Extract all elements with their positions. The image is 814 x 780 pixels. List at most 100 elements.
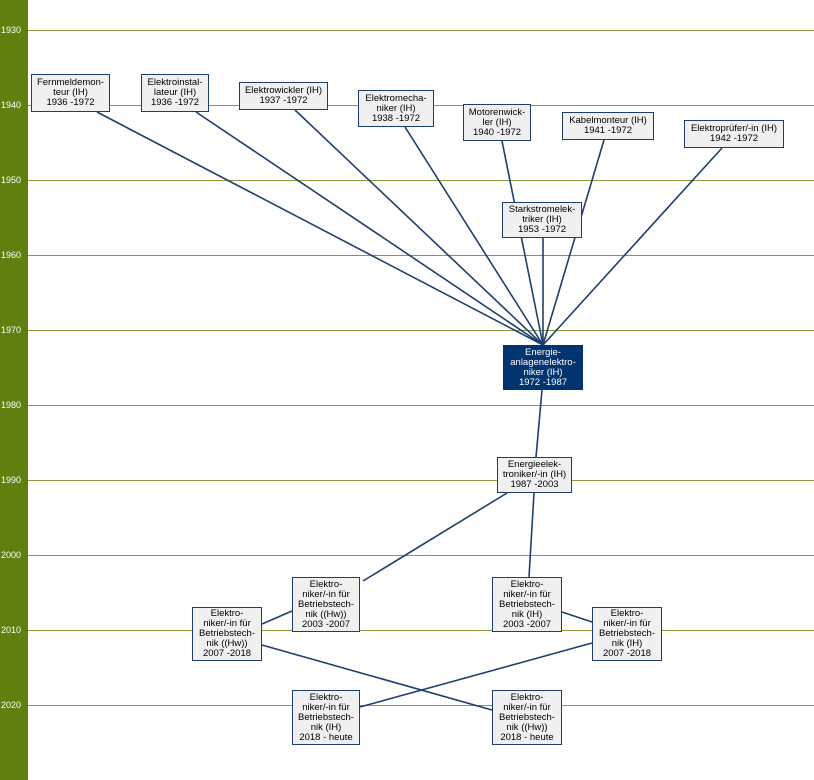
timeline-bar (0, 0, 28, 780)
node-label-line: 2003 -2007 (502, 618, 552, 630)
node-label-line: 2007 -2018 (202, 648, 252, 659)
node-label-line: 1937 -1972 (259, 95, 308, 106)
node-elektroinstallateur[interactable]: Elektroinstal-lateur (IH)1936 -1972 (141, 74, 209, 112)
year-label: 1930 (1, 25, 22, 35)
node-energieelektroniker[interactable]: Energieelek-troniker/-in (IH)1987 -2003 (497, 457, 572, 493)
year-label: 1980 (1, 400, 22, 410)
node-label-line: nik ((Hw)) (506, 721, 548, 733)
node-label-line: troniker/-in (IH) (502, 469, 567, 480)
node-label-line: niker/-in für (603, 618, 651, 629)
node-label-line: teur (IH) (53, 87, 88, 98)
node-label-line: 1938 -1972 (371, 112, 421, 124)
year-gridline (28, 630, 814, 631)
node-label-line: Elektro- (510, 691, 544, 703)
node-label-line: 1941 -1972 (583, 125, 633, 136)
node-label-line: Elektromecha- (365, 92, 427, 104)
node-label-line: Betriebstech- (199, 628, 255, 639)
year-gridline (28, 480, 814, 481)
edge-elektrowickler-to-energieanlagenelektroniker (294, 109, 544, 346)
node-label-line: Motorenwick- (468, 106, 526, 118)
node-label-line: niker (IH) (376, 102, 416, 114)
year-gridline (28, 405, 814, 406)
node-label-line: 1940 -1972 (472, 126, 522, 138)
edge-betriebstechnik-hw-2007-to-betriebstechnik-hw-2018 (261, 644, 493, 711)
node-label-line: Elektro- (309, 691, 343, 703)
node-label-line: 2003 -2007 (301, 618, 351, 630)
node-label-line: nik ((Hw)) (206, 638, 248, 649)
year-gridline (28, 30, 814, 31)
edge-energieelektroniker-to-betriebstechnik-ih-2003 (528, 492, 535, 578)
node-elektropruefer[interactable]: Elektroprüfer/-in (IH)1942 -1972 (684, 120, 784, 148)
node-label-line: Elektrowickler (IH) (244, 85, 323, 96)
node-label-line: niker (IH) (523, 366, 563, 378)
node-label-line: Elektroinstal- (147, 77, 203, 88)
node-label-line: nik (IH) (511, 608, 543, 620)
node-label-line: Energieelek- (507, 459, 562, 470)
node-label-line: niker/-in für (302, 701, 350, 713)
node-label-line: nik ((Hw)) (305, 608, 347, 620)
node-label-line: Elektro- (510, 578, 544, 590)
edge-fernmeldemonteur-to-energieanlagenelektroniker (96, 111, 544, 346)
node-label-line: Elektro- (610, 608, 644, 619)
edge-elektroinstallateur-to-energieanlagenelektroniker (195, 111, 544, 346)
node-starkstromelektriker[interactable]: Starkstromelek-triker (IH)1953 -1972 (502, 202, 582, 238)
node-label-line: lateur (IH) (153, 87, 197, 98)
edge-motorenwickler-to-energieanlagenelektroniker (501, 140, 544, 346)
year-label: 1970 (1, 325, 22, 335)
node-label-line: nik (IH) (310, 721, 342, 733)
edge-betriebstechnik-ih-2003-to-betriebstechnik-ih-2007 (561, 611, 593, 623)
node-label-line: 1953 -1972 (517, 224, 567, 235)
node-label-line: Betriebstech- (499, 711, 555, 723)
node-label-line: niker/-in für (302, 588, 350, 600)
node-label-line: Betriebstech- (599, 628, 655, 639)
node-elektromechaniker[interactable]: Elektromecha-niker (IH)1938 -1972 (358, 90, 434, 127)
edge-kabelmonteur-to-energieanlagenelektroniker (542, 139, 605, 346)
year-label: 1960 (1, 250, 22, 260)
node-motorenwickler[interactable]: Motorenwick-ler (IH)1940 -1972 (463, 104, 531, 141)
node-label-line: 1936 -1972 (150, 97, 200, 108)
node-label-line: 1936 -1972 (46, 97, 95, 108)
node-label-line: Betriebstech- (298, 598, 354, 610)
edge-betriebstechnik-ih-2007-to-betriebstechnik-ih-2018 (359, 642, 593, 708)
node-label-line: 2018 - heute (500, 731, 554, 743)
node-label-line: niker/-in für (503, 588, 551, 600)
node-label-line: 1972 -1987 (518, 376, 568, 388)
node-label-line: 1987 -2003 (510, 479, 559, 490)
node-label-line: ler (IH) (482, 116, 512, 128)
edge-elektropruefer-to-energieanlagenelektroniker (542, 147, 723, 346)
node-label-line: Elektro- (210, 608, 244, 619)
year-label: 1940 (1, 100, 22, 110)
year-label: 1990 (1, 475, 22, 485)
year-label: 2010 (1, 625, 22, 635)
node-label-line: Elektro- (309, 578, 343, 590)
edge-betriebstechnik-hw-2003-to-betriebstechnik-hw-2007 (261, 610, 293, 625)
year-label: 2020 (1, 700, 22, 710)
year-gridline (28, 255, 814, 256)
node-label-line: niker/-in für (503, 701, 551, 713)
year-gridline (28, 705, 814, 706)
node-kabelmonteur[interactable]: Kabelmonteur (IH)1941 -1972 (562, 112, 654, 140)
node-energieanlagenelektroniker[interactable]: Energie-anlagenelektro-niker (IH)1972 -1… (503, 345, 583, 390)
edge-energieelektroniker-to-betriebstechnik-hw-2003 (362, 492, 508, 582)
node-label-line: 2007 -2018 (602, 648, 652, 659)
node-label-line: 2018 - heute (299, 731, 353, 743)
node-label-line: nik (IH) (611, 638, 643, 649)
year-label: 2000 (1, 550, 22, 560)
year-gridline (28, 330, 814, 331)
node-label-line: Betriebstech- (499, 598, 555, 610)
node-label-line: triker (IH) (522, 214, 562, 225)
year-gridline (28, 180, 814, 181)
node-elektrowickler[interactable]: Elektrowickler (IH)1937 -1972 (239, 82, 328, 110)
node-label-line: Energie- (525, 346, 561, 358)
node-label-line: Kabelmonteur (IH) (569, 115, 647, 126)
node-fernmeldemonteur[interactable]: Fernmeldemon-teur (IH)1936 -1972 (31, 74, 110, 112)
node-label-line: Fernmeldemon- (36, 77, 105, 88)
year-label: 1950 (1, 175, 22, 185)
